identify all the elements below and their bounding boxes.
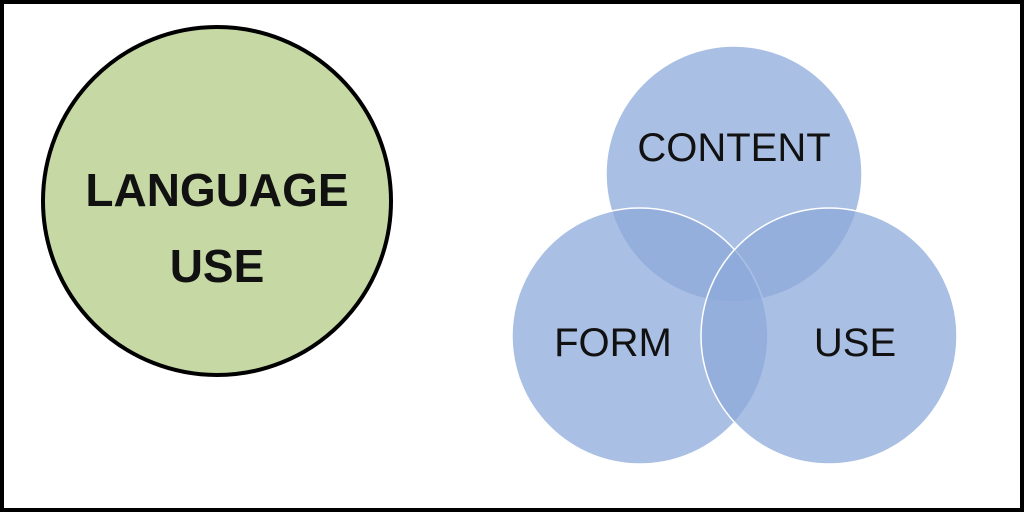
language-use-group: LANGUAGE USE: [41, 25, 393, 377]
venn-label-use: USE: [814, 321, 896, 365]
language-use-label-line2: USE: [170, 240, 265, 292]
venn-label-form: FORM: [554, 321, 672, 365]
language-use-label-line1: LANGUAGE: [85, 164, 348, 216]
venn-circle-use: [700, 207, 958, 465]
language-use-circle: [41, 25, 393, 377]
venn-diagram: CONTENT FORM USE: [511, 45, 958, 465]
venn-label-content: CONTENT: [637, 126, 830, 170]
